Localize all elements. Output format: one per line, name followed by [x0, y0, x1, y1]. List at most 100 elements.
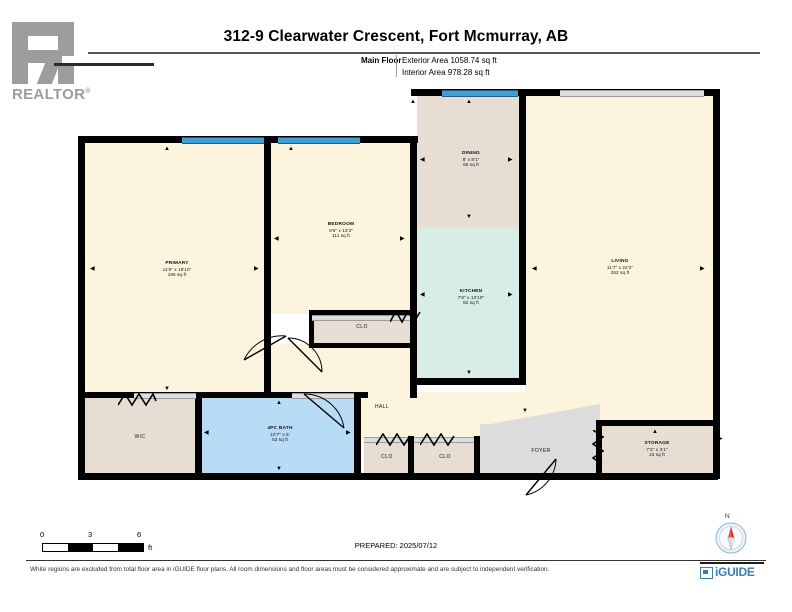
room-hall-left [270, 344, 412, 397]
room-closet-hall-2 [414, 440, 476, 475]
dimension-arrow: ▶ [508, 292, 513, 298]
dimension-arrow: ▲ [276, 400, 282, 406]
window-dining [442, 90, 518, 97]
wall-dining-right [519, 89, 526, 384]
room-label-dining: DINING 8' x 8'1" 65 sq ft [462, 151, 480, 168]
dimension-arrow: ▶ [700, 266, 705, 272]
room-label-hall: HALL [374, 404, 390, 410]
room-label-bedroom: BEDROOM 9'6" x 13'3" 111 sq ft [327, 222, 355, 239]
dimension-arrow: ▶ [400, 236, 405, 242]
room-label-clo-hall-1: CLO [381, 454, 393, 460]
floor-label: Main Floor [361, 56, 402, 65]
title-divider [88, 52, 760, 54]
wall-storage-left [596, 420, 602, 480]
dimension-arrow: ◀ [274, 236, 279, 242]
bifold-door-closet-bedroom [390, 310, 421, 324]
scale-tick-3: 3 [88, 530, 93, 539]
dimension-arrow: ▼ [164, 386, 170, 392]
iguide-mark-icon [700, 567, 713, 579]
iguide-logo: iGUIDE [700, 565, 766, 581]
window-primary [182, 137, 264, 144]
wall-lower-top-left [78, 392, 368, 398]
room-label-bath: 4PC BATH 10'7" x 5' 53 sq ft [267, 426, 293, 443]
exterior-area-text: Exterior Area 1058.74 sq ft [402, 56, 497, 65]
room-wic [84, 397, 197, 475]
bifold-door-closet-1 [376, 433, 411, 447]
dimension-arrow: ▼ [466, 370, 472, 376]
room-storage [600, 425, 714, 475]
room-label-living: LIVING 11'7" x 22'2" 252 sq ft [606, 259, 634, 276]
dimension-arrow: ◀ [90, 266, 95, 272]
window-closet-bedroom [312, 315, 410, 321]
room-label-storage: STORAGE 7'3" x 3'1" 23 sq ft [644, 441, 670, 458]
dimension-arrow: ▼ [522, 408, 528, 414]
dimension-arrow: ▶ [718, 436, 723, 442]
room-closet-hall-1 [364, 440, 410, 475]
window-wic [134, 393, 196, 399]
area-divider [396, 55, 397, 77]
wall-living-bottom [598, 420, 718, 426]
room-label-clo-bedroom: CLO [356, 324, 368, 330]
dimension-arrow: ▲ [410, 99, 416, 105]
compass-north-label: N [725, 513, 730, 520]
door-swing-primary [243, 335, 323, 373]
realtor-logo-shape [58, 22, 74, 56]
room-dining [417, 95, 525, 228]
dimension-arrow: ◀ [532, 266, 537, 272]
scale-bar [42, 543, 144, 552]
dimension-arrow: ▲ [652, 429, 658, 435]
wall-bedroom-right [410, 136, 417, 398]
wall-lower-left [78, 392, 85, 480]
wall-primary-right [264, 136, 271, 398]
wall-hall-closets-bottom [360, 473, 482, 480]
dimension-arrow: ▲ [288, 146, 294, 152]
footer-divider [26, 560, 766, 561]
dimension-arrow: ▶ [346, 430, 351, 436]
room-kitchen [417, 228, 525, 384]
wall-closet-bedroom-bottom [309, 343, 412, 348]
bifold-door-storage [591, 430, 605, 465]
realtor-logo: REALTOR® [12, 22, 154, 106]
room-foyer [480, 424, 600, 480]
realtor-logo-shape [58, 64, 74, 84]
wall-kitchen-bottom [411, 378, 526, 385]
room-label-foyer: FOYER [531, 448, 551, 454]
wall-lower-bottom [78, 473, 368, 480]
dimension-arrow: ▲ [466, 99, 472, 105]
room-living [525, 95, 714, 425]
realtor-logo-rule [54, 63, 154, 66]
dimension-arrow: ▶ [508, 157, 513, 163]
scale-tick-0: 0 [40, 530, 45, 539]
disclaimer-text: White regions are excluded from total fl… [30, 566, 550, 573]
realtor-wordmark: REALTOR® [12, 86, 91, 103]
compass-icon [715, 522, 747, 554]
page-title: 312-9 Clearwater Crescent, Fort Mcmurray… [223, 28, 569, 45]
wall-exterior-left [78, 136, 85, 398]
dimension-arrow: ▼ [276, 466, 282, 472]
scale-unit-label: ft [148, 543, 153, 552]
room-bath [201, 397, 360, 475]
door-swing-foyer [525, 458, 557, 496]
wall-closet-hall-right [474, 436, 480, 480]
scale-bar-numbers: 0 3 6 [40, 530, 150, 540]
wall-closet-bedroom-left [309, 310, 314, 348]
wall-bath-right [354, 392, 361, 480]
dimension-arrow: ◀ [420, 157, 425, 163]
prepared-date: PREPARED: 2025/07/12 [354, 541, 438, 550]
window-bedroom [278, 137, 360, 144]
bifold-door-wic [118, 393, 157, 407]
room-label-kitchen: KITCHEN 7'8" x 10'10" 82 sq ft [457, 289, 485, 306]
wall-closet-bedroom-top [309, 310, 412, 315]
room-label-primary: PRIMARY 11'8" x 16'10" 196 sq ft [162, 261, 192, 278]
scale-tick-6: 6 [137, 530, 142, 539]
dimension-arrow: ▼ [466, 214, 472, 220]
dimension-arrow: ◀ [420, 292, 425, 298]
dimension-arrow: ◀ [204, 430, 209, 436]
room-primary [84, 142, 270, 397]
wall-closet-divider [408, 436, 414, 480]
door-swing-bath [303, 393, 345, 429]
iguide-wordmark: iGUIDE [715, 565, 755, 579]
dimension-arrow: ▲ [164, 146, 170, 152]
wall-storage-bottom [596, 473, 718, 480]
